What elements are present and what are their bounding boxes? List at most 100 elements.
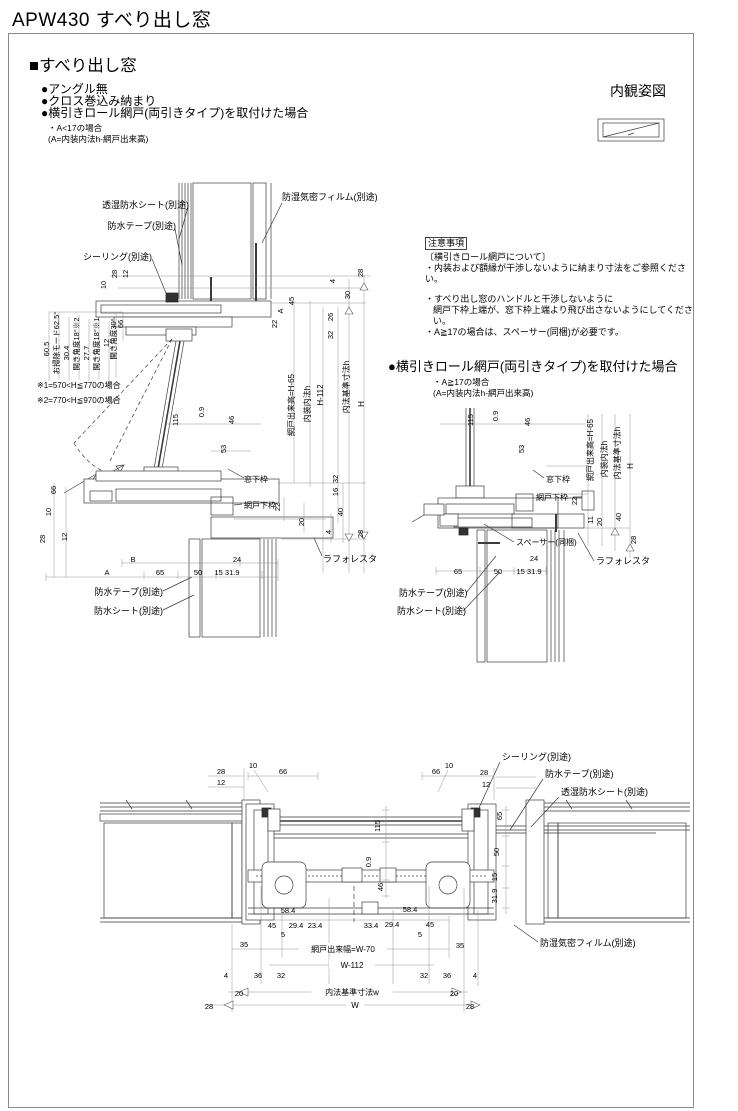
right-drawing-geometry — [411, 408, 595, 663]
dim-label: 45 — [426, 920, 434, 929]
dim-label: 28 — [110, 270, 119, 278]
dim-label: 24 — [530, 554, 538, 563]
dim-axis-label: 内法基準寸法h — [612, 427, 622, 479]
left-drawing-geometry — [63, 182, 334, 638]
dim-label: 28 — [356, 269, 365, 277]
right-drawing-labels: 115 0.9 46 53 窓下枠 網戸下枠 22 網戸出来高=H-65 内装内… — [397, 411, 650, 616]
right-drawing-dim-rails — [435, 414, 635, 575]
dim-label: 4 — [473, 971, 477, 980]
bottom-drawing-labels: 28 12 10 66 66 10 28 12 115 0.9 46 65 50… — [205, 751, 648, 1011]
dim-label: 53 — [517, 445, 526, 453]
dim-label: 115 — [171, 414, 180, 426]
dim-label: 35 — [456, 941, 464, 950]
dim-label: 5 — [281, 930, 285, 939]
material-label: 窓下枠 — [244, 474, 268, 484]
material-label: 窓下枠 — [546, 474, 570, 484]
dim-label: 23.4 — [308, 921, 323, 930]
dim-label: 24 — [233, 555, 241, 564]
dim-label: 115 — [466, 414, 475, 426]
dim-label: 10 — [44, 508, 53, 516]
material-label: 防水テープ(別途) — [545, 768, 613, 779]
notes-line: ・すべり出し窓のハンドルと干渉しないように — [425, 294, 614, 304]
dim-label: 0.9 — [491, 411, 500, 421]
material-label: ラフォレスタ — [323, 554, 377, 564]
notes-subtitle: 〔横引きロール網戸について〕 — [425, 252, 551, 262]
dim-axis-label: 網戸出来高=H-65 — [286, 373, 296, 436]
bottom-drawing-geometry — [99, 761, 690, 943]
dim-axis-label: 網戸出来高=H-65 — [585, 418, 595, 481]
dim-label: 10 — [99, 281, 108, 289]
main-panel: ■すべり出し窓 ●アングル無 ●クロス巻込み納まり ●横引きロール網戸(両引きタ… — [8, 33, 694, 1108]
material-label: 防水テープ(別途) — [95, 586, 163, 597]
dim-label: 0.9 — [364, 857, 373, 867]
material-label: 防湿気密フィルム(別途) — [540, 937, 636, 948]
dim-label: 28 — [217, 767, 225, 776]
dim-label: 45 — [287, 297, 296, 305]
dim-label: 4 — [224, 971, 228, 980]
dim-axis-label: H — [626, 463, 635, 469]
bullet-angle: ●アングル無 — [41, 82, 108, 96]
material-label: スペーサー(同梱) — [516, 537, 577, 547]
dim-label: 40 — [336, 508, 345, 516]
material-label: シーリング(別途) — [502, 751, 571, 762]
dim-label: 45 — [268, 921, 276, 930]
case-a2-def: (A=内装内法h-網戸出来高) — [433, 388, 534, 398]
left-drawing-dim-rails — [45, 275, 371, 581]
dim-label: 65 — [454, 567, 462, 576]
material-label: 透湿防水シート(別途) — [561, 786, 648, 797]
dim-axis-label: H — [357, 401, 366, 407]
material-label: ラフォレスタ — [596, 556, 650, 566]
dim-label: 28 — [38, 535, 47, 543]
dim-label: 内法基準寸法w — [325, 987, 379, 997]
dim-label: 66 — [432, 767, 440, 776]
dim-label: 33.4 — [364, 921, 379, 930]
dim-label: 22 — [273, 503, 282, 511]
swing-label: 開き角度18°※1 — [91, 317, 101, 370]
dim-label: B — [130, 555, 135, 564]
material-label: シーリング(別途) — [83, 251, 152, 262]
dim-label: 4 — [324, 530, 333, 534]
vertical-section-partial-drawing: 115 0.9 46 53 窓下枠 網戸下枠 22 網戸出来高=H-65 内装内… — [397, 408, 650, 663]
dim-label: 12 — [102, 339, 111, 347]
label-mask — [346, 999, 364, 1009]
swing-note: ※1=570<H≦770の場合 — [37, 380, 121, 390]
dim-label: 20 — [235, 989, 243, 998]
dim-label: 29.4 — [385, 920, 400, 929]
dim-label: 46 — [376, 883, 385, 891]
dim-label: 30 — [343, 291, 352, 299]
dim-label: 50 — [492, 848, 501, 856]
dim-label: 12 — [482, 780, 490, 789]
dim-label: 46 — [523, 418, 532, 426]
dim-label: 32 — [420, 971, 428, 980]
dim-label: 53 — [219, 445, 228, 453]
dim-label: 46 — [227, 416, 236, 424]
material-label: 透湿防水シート(別途) — [102, 199, 189, 210]
material-label: 防水シート(別途) — [94, 605, 163, 616]
dim-label: 26 — [326, 313, 335, 321]
dim-label: 66 — [49, 486, 58, 494]
dim-label: 32 — [326, 331, 335, 339]
material-label: 防水テープ(別途) — [108, 220, 176, 231]
dim-label: 58.4 — [281, 906, 296, 915]
dim-label: W — [351, 1001, 359, 1010]
bullet-screen: ●横引きロール網戸(両引きタイプ)を取付けた場合 — [41, 106, 309, 120]
dim-label: 20 — [595, 518, 604, 526]
notes-line: ・A≧17の場合は、スペーサー(同梱)が必要です。 — [425, 327, 624, 337]
notes-title: 注意事項 — [425, 237, 468, 250]
dim-axis-label: H-112 — [316, 384, 325, 406]
dim-label: 網戸出来幅=W-70 — [311, 944, 375, 954]
section1-heading: ■すべり出し窓 — [29, 57, 137, 75]
label-mask — [311, 986, 393, 996]
bullet-cloth: ●クロス巻込み納まり — [41, 94, 157, 108]
page-title: APW430 すべり出し窓 — [12, 10, 212, 31]
dim-label: 35 — [240, 940, 248, 949]
dim-axis-label: 内法基準寸法h — [341, 361, 351, 413]
dim-axis-label: 内装内法h — [302, 386, 312, 422]
dim-label: 32 — [277, 971, 285, 980]
dim-label: 12 — [217, 778, 225, 787]
material-label: 網戸下枠 — [536, 492, 568, 502]
dim-label: 28 — [466, 1002, 474, 1011]
dim-label: 65 — [495, 812, 504, 820]
dim-label: 28 — [629, 536, 638, 544]
dim-label: 22 — [570, 497, 579, 505]
